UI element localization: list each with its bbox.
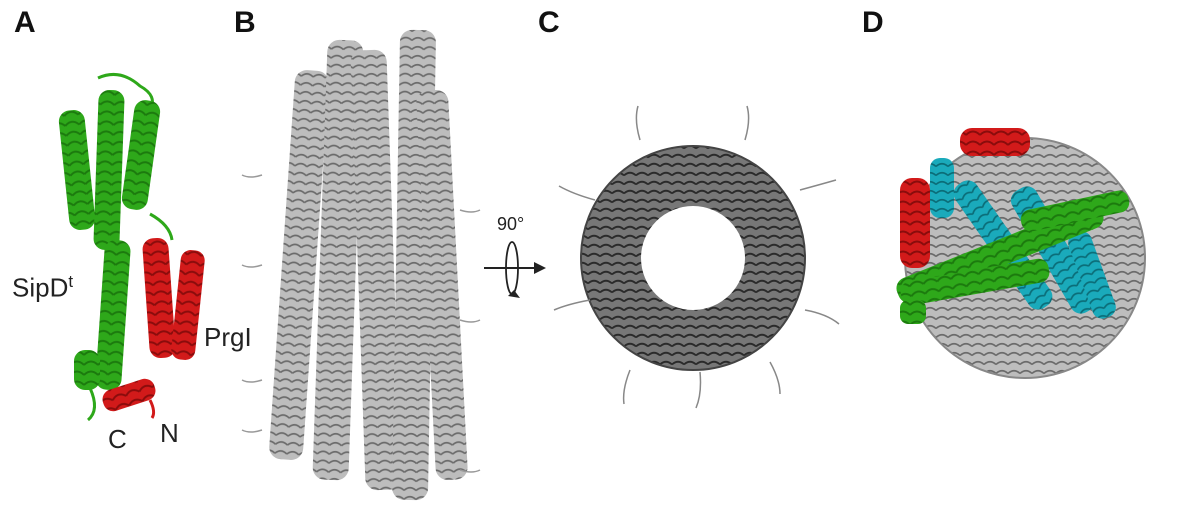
rotation-arrow: [484, 242, 546, 298]
panel-b-structure: [242, 30, 480, 501]
panel-a-structure: [58, 74, 206, 420]
panel-d-structure: [893, 128, 1145, 378]
panel-c-structure: [554, 106, 839, 408]
